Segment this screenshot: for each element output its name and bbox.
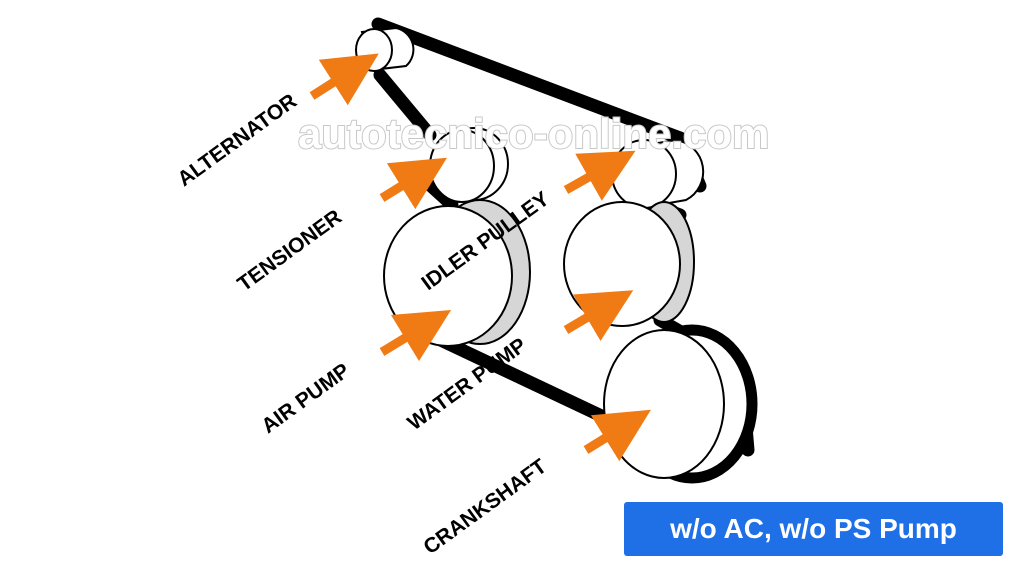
arrow-crankshaft xyxy=(583,409,651,462)
label-tensioner: TENSIONER xyxy=(233,205,346,296)
arrow-water-pump xyxy=(563,290,634,341)
pointer-arrows xyxy=(309,53,651,462)
crankshaft-pulley xyxy=(603,324,758,484)
arrow-tensioner xyxy=(379,157,447,210)
arrow-alternator xyxy=(309,53,379,106)
configuration-badge: w/o AC, w/o PS Pump xyxy=(624,502,1003,556)
label-alternator: ALTERNATOR xyxy=(173,89,301,191)
arrow-air-pump xyxy=(379,309,452,362)
alternator-pulley xyxy=(355,26,415,72)
label-crankshaft: CRANKSHAFT xyxy=(419,455,551,559)
arrow-idler-pulley xyxy=(563,150,636,201)
label-air-pump: AIR PUMP xyxy=(257,359,354,438)
watermark: autotecnico-online.com xyxy=(298,110,769,157)
water-pump-pulley xyxy=(563,201,695,327)
